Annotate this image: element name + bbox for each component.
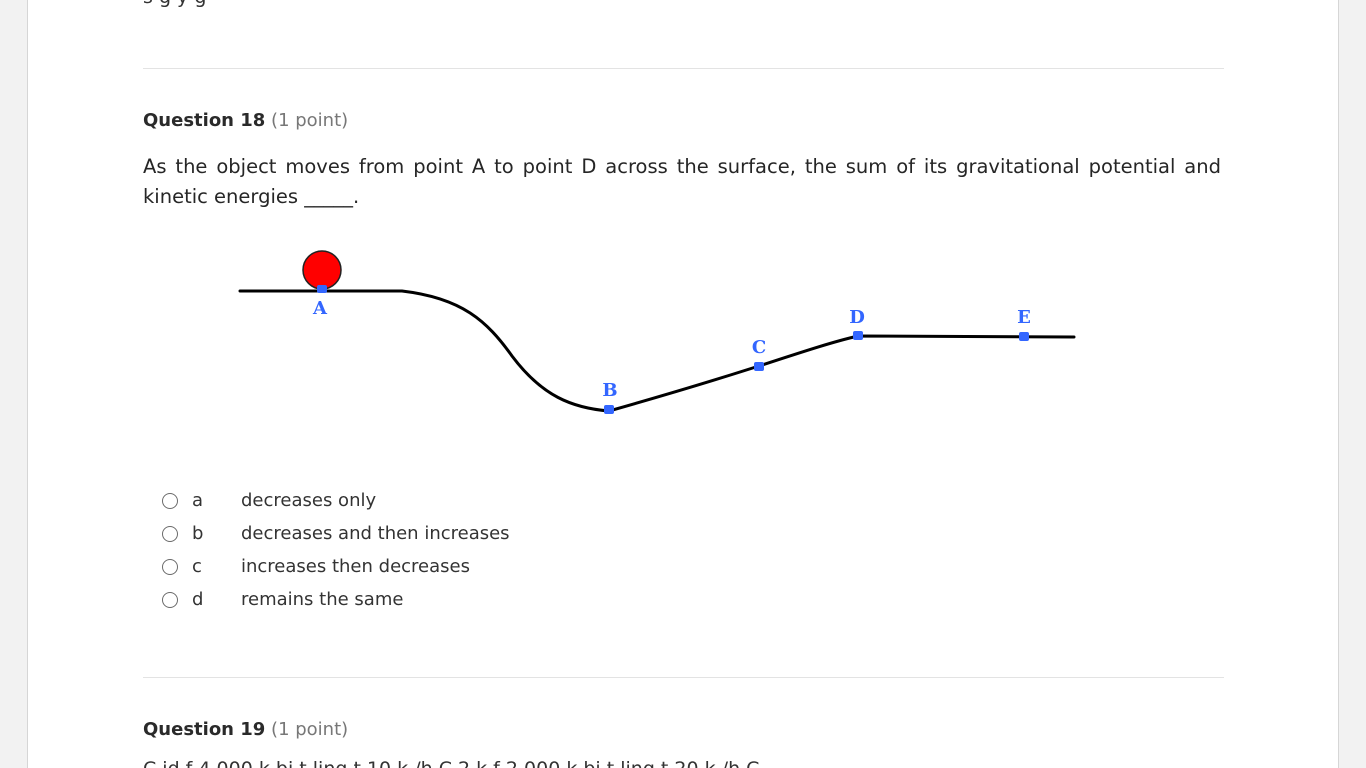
next-question-title: Question 19 xyxy=(143,719,266,740)
point-c-label: C xyxy=(752,337,766,358)
option-letter: b xyxy=(192,523,204,544)
option-text: increases then decreases xyxy=(241,556,470,577)
option-letter: a xyxy=(192,490,204,511)
question-title: Question 18 xyxy=(143,110,266,131)
radio-button[interactable] xyxy=(162,591,178,608)
quiz-page: s g y g Question 18 (1 point) As the obj… xyxy=(27,0,1339,768)
ball-object xyxy=(302,250,342,290)
radio-button[interactable] xyxy=(162,558,178,575)
question-text: As the object moves from point A to poin… xyxy=(143,155,1221,208)
option-text: decreases and then increases xyxy=(241,523,510,544)
question-divider xyxy=(143,68,1224,69)
question-points: (1 point) xyxy=(271,110,349,131)
point-b-label: B xyxy=(602,380,617,401)
point-d-marker xyxy=(853,331,863,340)
question-divider xyxy=(143,677,1224,678)
question-header: Question 18 (1 point) xyxy=(143,110,348,131)
option-letter: d xyxy=(192,589,204,610)
surface-curve xyxy=(238,289,1076,413)
point-e-marker xyxy=(1019,332,1029,341)
option-text: remains the same xyxy=(241,589,404,610)
next-question-text: C id f 4 000 k bj t ling t 10 k /h C 2 k… xyxy=(143,758,759,768)
energy-surface-figure: A B C D E xyxy=(238,250,1076,414)
option-c[interactable]: c increases then decreases xyxy=(162,550,510,583)
option-b[interactable]: b decreases and then increases xyxy=(162,517,510,550)
point-c-marker xyxy=(754,362,764,371)
option-text: decreases only xyxy=(241,490,377,511)
previous-question-text: s g y g xyxy=(143,0,206,8)
point-d-label: D xyxy=(849,307,865,328)
point-a-marker xyxy=(317,285,327,293)
point-e-label: E xyxy=(1017,307,1031,328)
radio-button[interactable] xyxy=(162,492,178,509)
next-question-header: Question 19 (1 point) xyxy=(143,719,348,740)
radio-button[interactable] xyxy=(162,525,178,542)
option-letter: c xyxy=(192,556,202,577)
next-question-points: (1 point) xyxy=(271,719,349,740)
option-d[interactable]: d remains the same xyxy=(162,583,510,616)
point-b-marker xyxy=(604,405,614,414)
answer-options: a decreases only b decreases and then in… xyxy=(162,484,510,616)
option-a[interactable]: a decreases only xyxy=(162,484,510,517)
point-a-label: A xyxy=(312,298,328,319)
